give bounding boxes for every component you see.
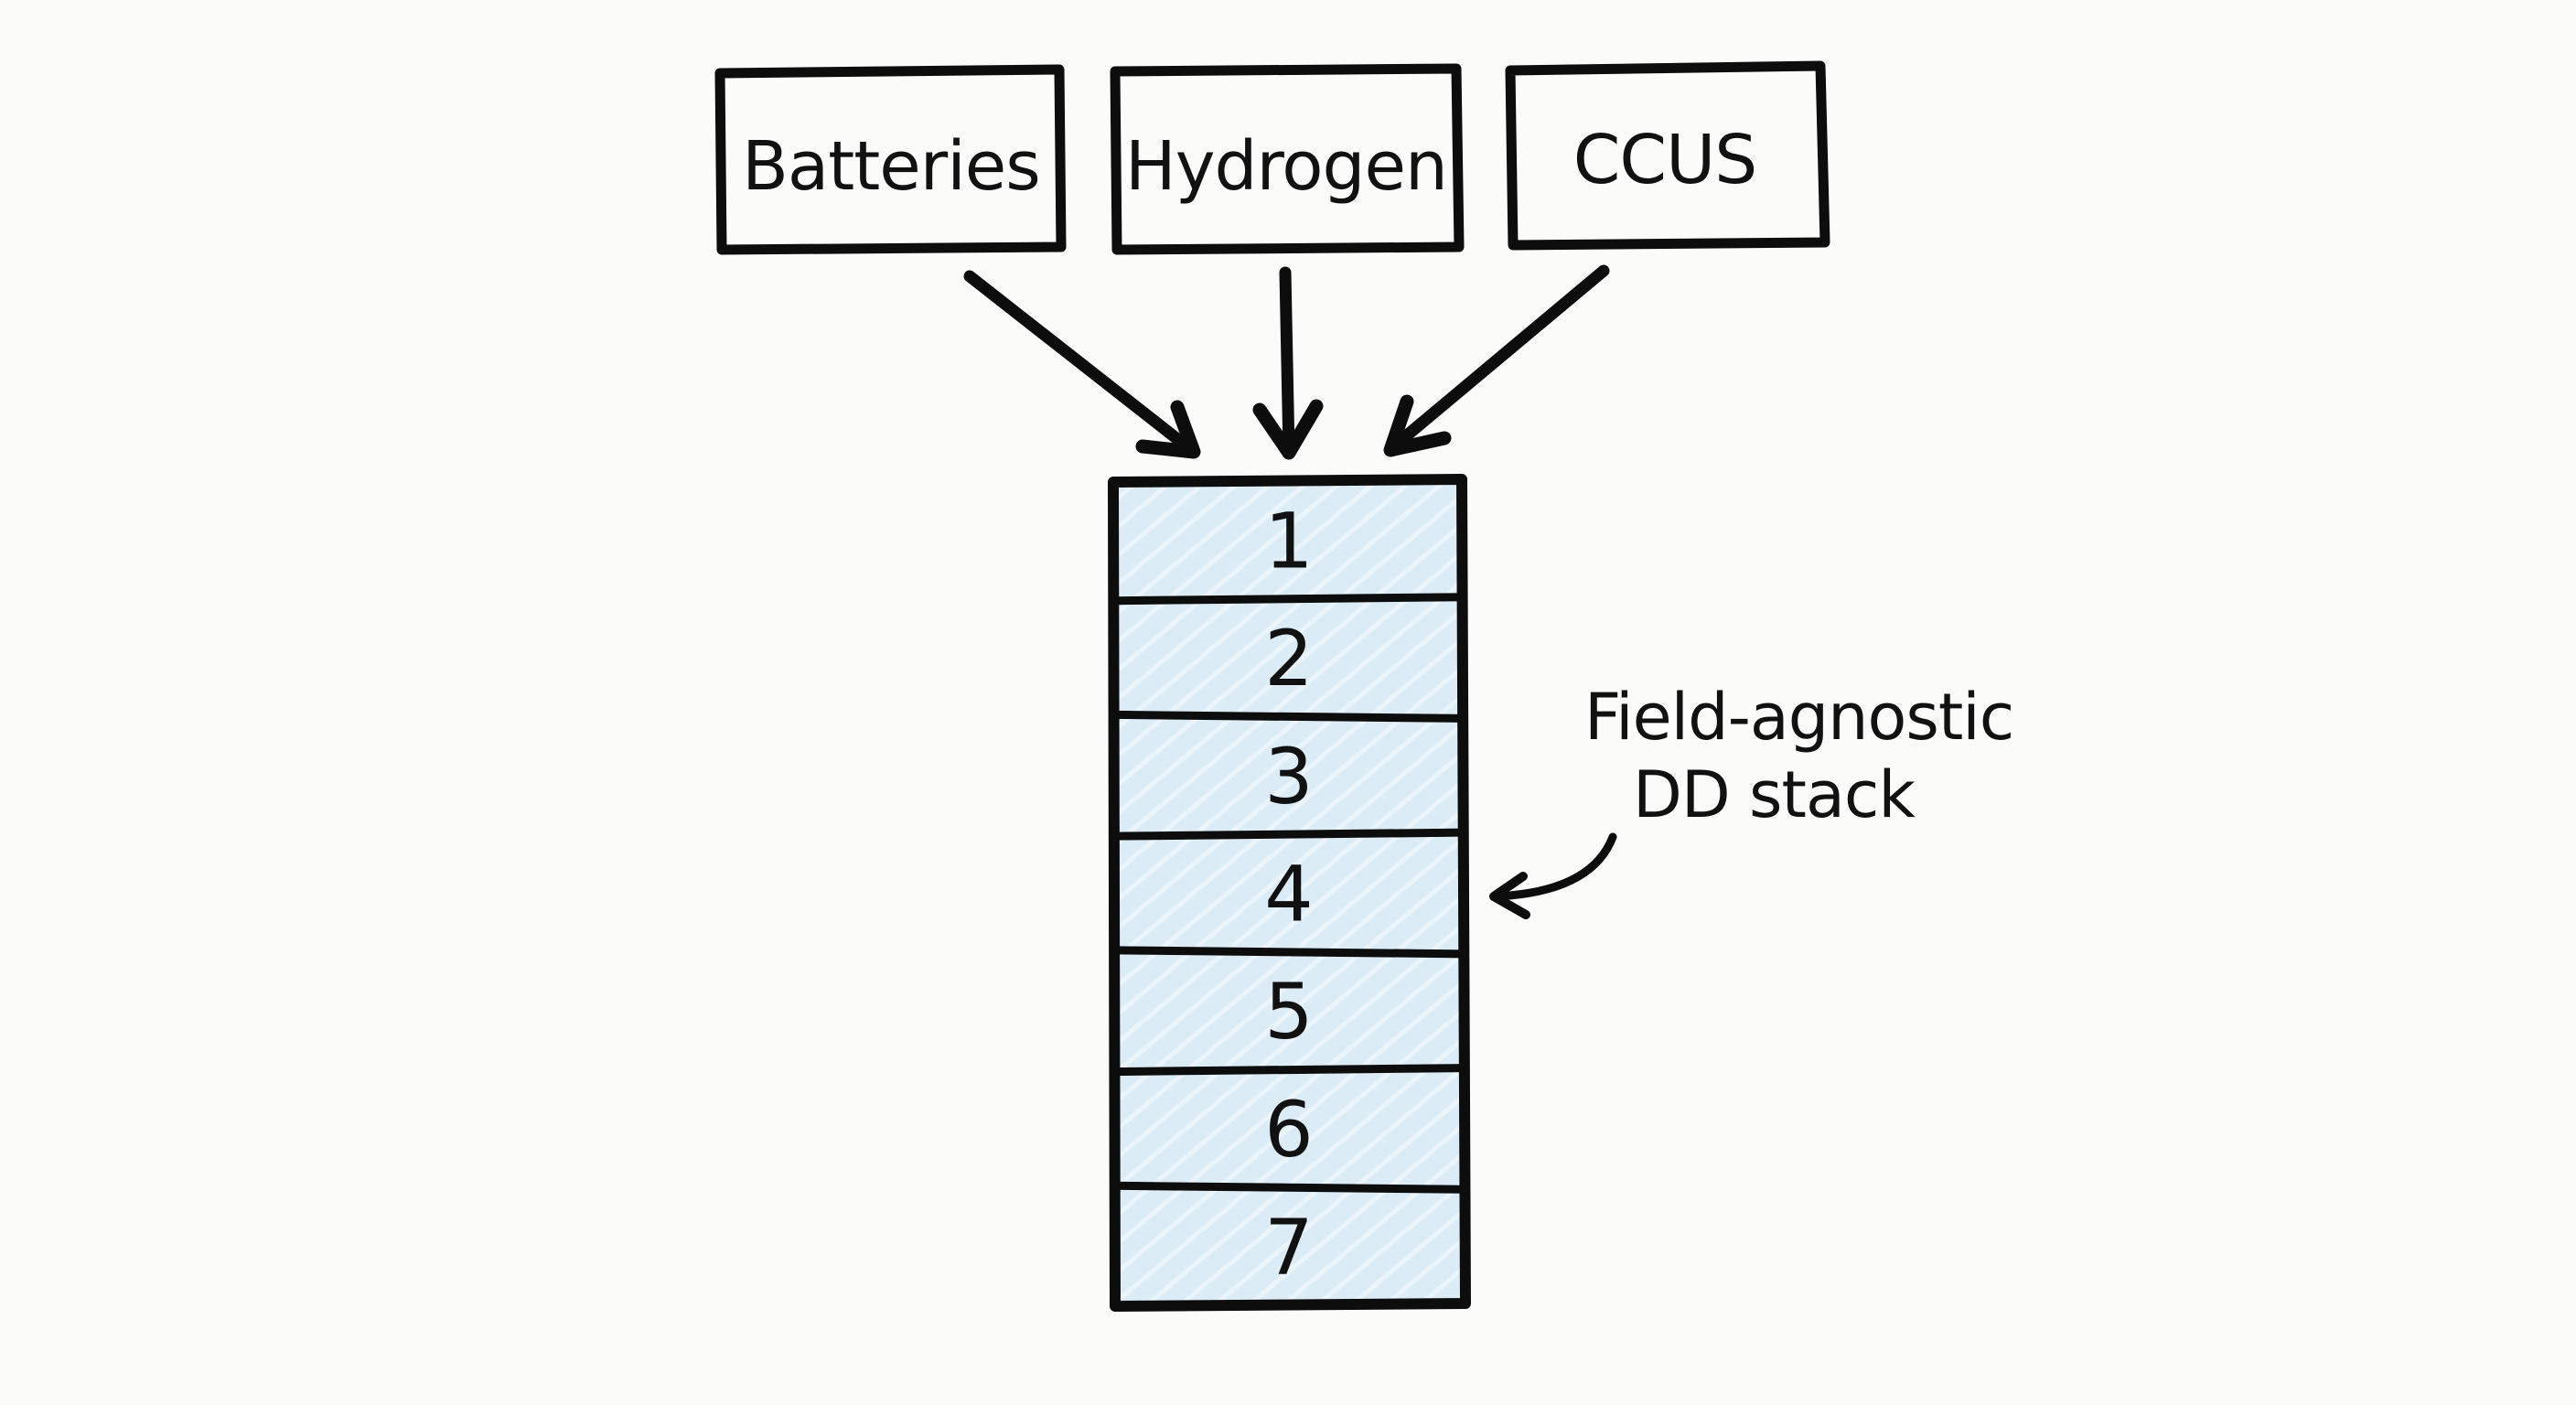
annotation-arrow-head-icon <box>1489 872 1530 919</box>
source-label-ccus: CCUS <box>1573 121 1756 199</box>
arrow-head-icon <box>1252 399 1324 460</box>
stack-layer-4: 4 <box>1264 850 1313 939</box>
annotation-arrow-shaft <box>1492 832 1617 901</box>
stack-layer-1: 1 <box>1264 496 1313 585</box>
stack-divider <box>1110 946 1468 959</box>
source-box-ccus-frame <box>1505 60 1830 251</box>
stack-divider <box>1110 1181 1468 1194</box>
source-label-hydrogen: Hydrogen <box>1125 127 1447 206</box>
source-label-batteries: Batteries <box>742 127 1040 206</box>
source-box-hydrogen-frame <box>1110 63 1465 255</box>
annotation-line-2: DD stack <box>1633 757 1916 832</box>
annotation: Field-agnostic DD stack <box>1489 680 2014 919</box>
stack-layer-5: 5 <box>1264 967 1313 1056</box>
stack-layer-2: 2 <box>1264 614 1313 703</box>
stack-fill <box>1113 479 1465 1306</box>
stack-divider <box>1110 828 1468 841</box>
stack-layer-7: 7 <box>1264 1203 1313 1292</box>
arrow-shaft <box>963 270 1200 458</box>
stack-divider <box>1110 710 1468 723</box>
source-box-batteries-frame <box>714 64 1067 255</box>
stack-layers: 1 2 3 4 5 6 7 <box>1110 496 1468 1292</box>
annotation-line-1: Field-agnostic <box>1584 680 2013 755</box>
arrow-ccus-to-stack <box>1383 264 1610 457</box>
arrow-head-icon <box>1383 394 1452 457</box>
stack-layer-3: 3 <box>1264 732 1313 821</box>
stack-layer-6: 6 <box>1264 1085 1313 1174</box>
dd-stack: 1 2 3 4 5 6 7 <box>1108 474 1471 1312</box>
source-box-hydrogen: Hydrogen <box>1110 63 1465 255</box>
arrow-hydrogen-to-stack <box>1252 266 1324 460</box>
arrow-batteries-to-stack <box>963 270 1201 459</box>
arrow-head-icon <box>1135 400 1201 459</box>
source-box-batteries: Batteries <box>714 64 1067 255</box>
stack-divider <box>1110 1064 1468 1077</box>
arrow-shaft <box>1279 266 1295 458</box>
stack-frame <box>1108 474 1471 1312</box>
stack-divider <box>1110 593 1468 606</box>
source-box-ccus: CCUS <box>1505 60 1830 251</box>
arrow-shaft <box>1384 264 1610 456</box>
